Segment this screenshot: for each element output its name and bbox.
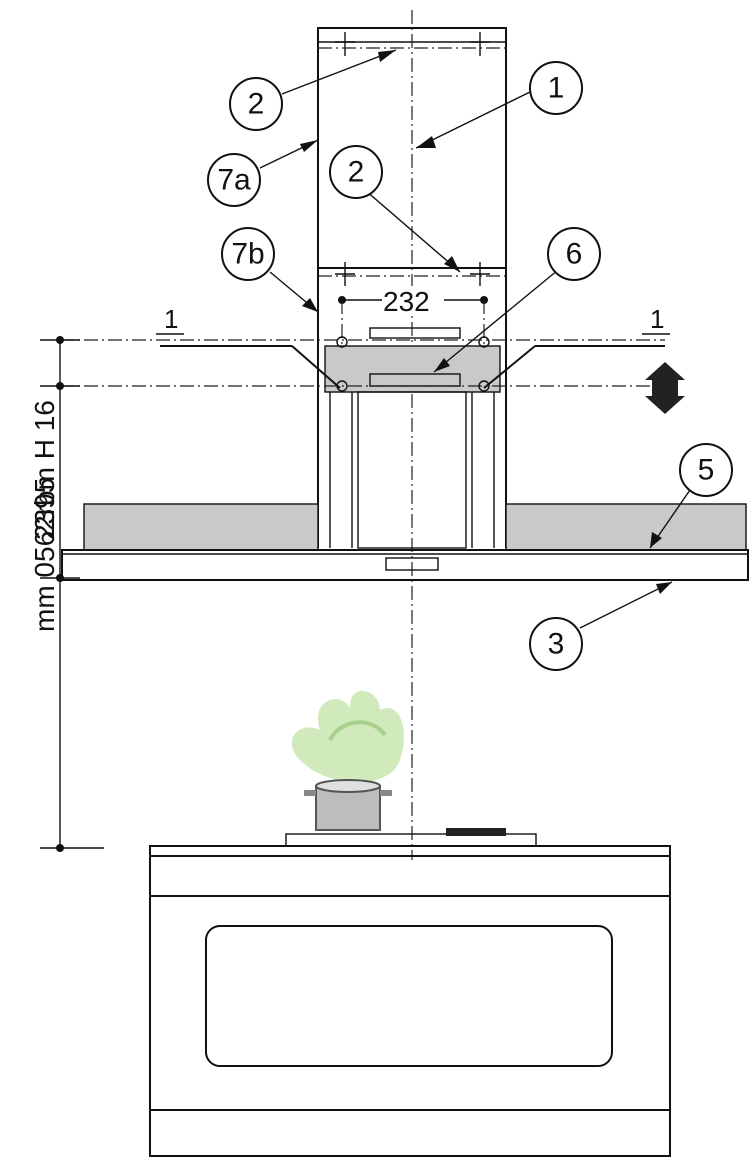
upper-screw-left [335, 32, 355, 56]
bolt-bottom-left [336, 380, 348, 392]
dim-232-label: 232 [383, 286, 430, 317]
callout-7b: 7b [221, 227, 275, 281]
svg-text:7b: 7b [231, 238, 264, 271]
svg-text:6: 6 [566, 238, 583, 271]
section-mark-right: 1 [650, 304, 664, 334]
svg-text:7a: 7a [217, 164, 251, 197]
vdim-dot-hood [56, 574, 64, 582]
dim-232-bg [382, 286, 444, 316]
canopy-right [505, 503, 747, 551]
section-mark-left: 1 [164, 304, 178, 334]
callout-7a: 7a [207, 153, 261, 207]
hood-body [61, 549, 749, 581]
oven-window [205, 925, 613, 1067]
svg-text:1: 1 [548, 72, 565, 105]
lower-screw-right [470, 262, 490, 286]
vdim-dot-bottom [56, 844, 64, 852]
svg-text:2: 2 [248, 88, 265, 121]
vdim-dot-top [56, 336, 64, 344]
bolt-top-right [478, 336, 490, 348]
callout-2-top: 2 [229, 77, 283, 131]
leader-arrows [259, 49, 691, 629]
section-line-right-slope [483, 345, 536, 389]
vertical-dimension-label: mm 0562rbm H 16 [29, 400, 60, 632]
callout-2-mid: 2 [329, 145, 383, 199]
steam [291, 690, 404, 783]
double-arrow-vertical-icon [645, 362, 685, 414]
motor-top-plate [369, 327, 461, 339]
svg-text:2: 2 [348, 156, 365, 189]
callout-3: 3 [529, 617, 583, 671]
svg-text:3: 3 [548, 628, 565, 661]
hood-handle [385, 557, 439, 571]
pot [304, 779, 392, 831]
vertical-dimension-overlay: 2395 [29, 478, 60, 540]
svg-text:5: 5 [698, 454, 715, 487]
upper-screw-right [470, 32, 490, 56]
internal-duct [357, 391, 467, 549]
canopy-left [83, 503, 319, 551]
callout-6: 6 [547, 227, 601, 281]
lower-screw-left [335, 262, 355, 286]
bolt-bottom-right [478, 380, 490, 392]
oven-body [149, 845, 671, 1157]
vdim-dot-mid [56, 382, 64, 390]
bolt-top-left [336, 336, 348, 348]
cooktop-controls [446, 828, 506, 836]
callout-1: 1 [529, 61, 583, 115]
section-line-left-slope [291, 345, 341, 389]
motor-housing [324, 345, 501, 393]
callout-5: 5 [679, 443, 733, 497]
